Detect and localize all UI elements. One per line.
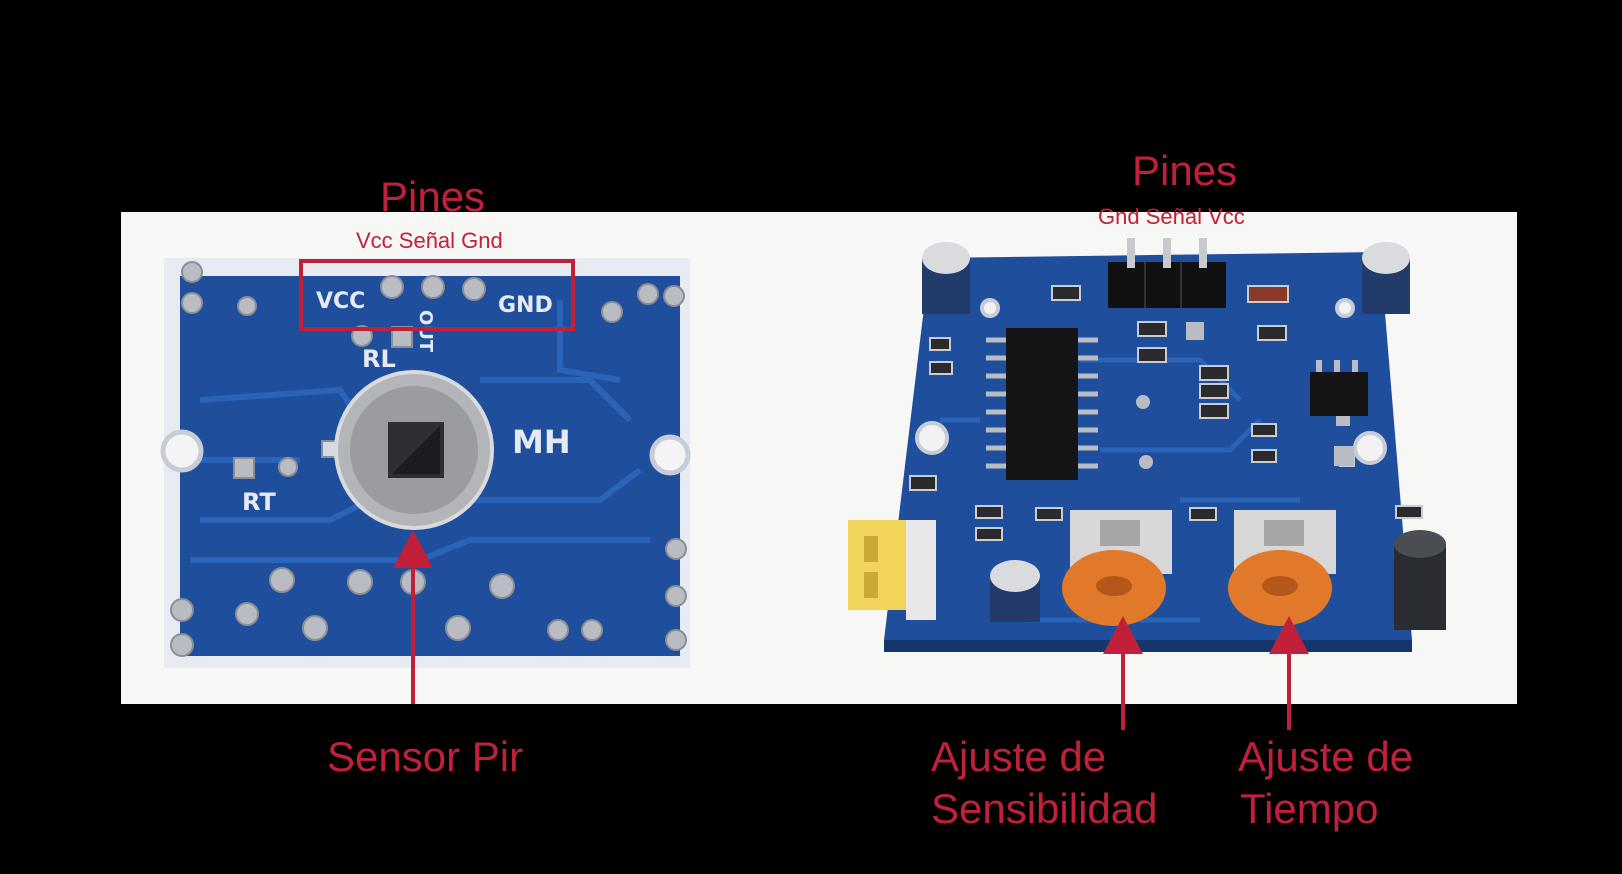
pir-board-back: VCC GND OUT RL RT MH bbox=[160, 258, 691, 668]
board-front-edge bbox=[884, 640, 1412, 652]
pir-board-front bbox=[848, 238, 1446, 652]
right-pins-order: Gnd Señal Vcc bbox=[1098, 204, 1245, 229]
front-pads bbox=[1136, 322, 1354, 469]
back-solder-pads bbox=[170, 261, 687, 657]
sensitivity-label-line1: Ajuste de bbox=[931, 733, 1107, 780]
back-mounting-holes bbox=[160, 429, 691, 476]
pins-highlight-box bbox=[299, 259, 575, 331]
voltage-regulator bbox=[1310, 360, 1368, 426]
sensor-pir-label: Sensor Pir bbox=[327, 733, 524, 780]
silk-mh: MH bbox=[512, 423, 571, 461]
silk-out: OUT bbox=[415, 310, 436, 353]
header-pins bbox=[1108, 238, 1226, 308]
jumper-block bbox=[848, 520, 936, 620]
arrow-time bbox=[1269, 616, 1309, 730]
left-pins-order: Vcc Señal Gnd bbox=[356, 228, 503, 253]
arrow-sensitivity bbox=[1103, 616, 1143, 730]
pir-sensor-element bbox=[321, 370, 494, 530]
silk-vcc: VCC bbox=[316, 289, 365, 314]
time-label-line1: Ajuste de bbox=[1238, 733, 1414, 780]
sensitivity-label-line2: Sensibilidad bbox=[931, 785, 1158, 832]
smd-components bbox=[909, 285, 1423, 541]
time-label-line2: Tiempo bbox=[1240, 785, 1379, 832]
silk-gnd: GND bbox=[498, 293, 553, 318]
annotation-arrows bbox=[393, 530, 1309, 730]
ic-chip bbox=[986, 328, 1098, 480]
right-pins-title: Pines bbox=[1132, 147, 1238, 194]
silk-rt: RT bbox=[242, 488, 276, 516]
left-pins-title: Pines bbox=[380, 173, 486, 220]
square-pad-rt bbox=[233, 457, 255, 479]
front-mounting-holes bbox=[915, 298, 1387, 465]
potentiometer-sensitivity bbox=[1062, 510, 1172, 626]
arrow-sensor-pir bbox=[393, 530, 433, 704]
capacitors bbox=[922, 242, 1446, 630]
potentiometer-time bbox=[1228, 510, 1336, 626]
silk-rl: RL bbox=[362, 345, 396, 373]
